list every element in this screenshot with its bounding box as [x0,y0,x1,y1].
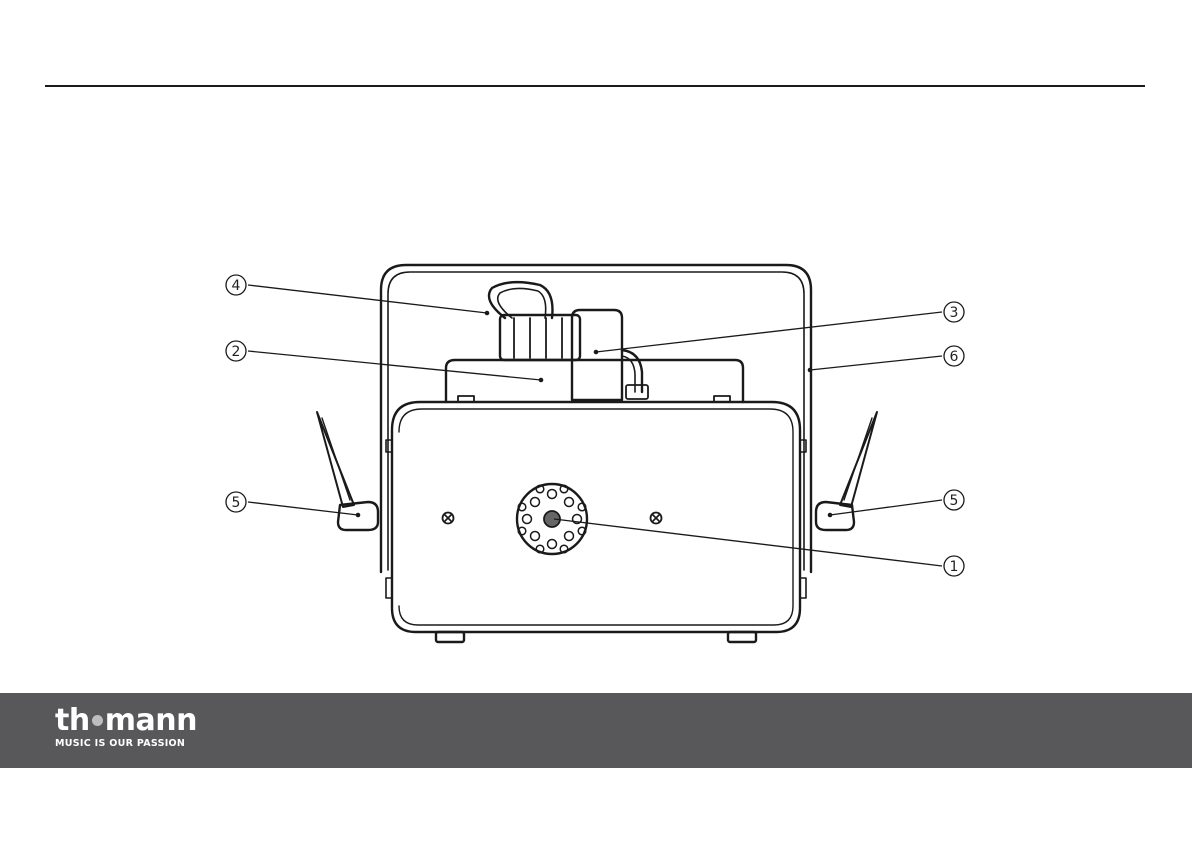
fog-outlet-nozzle [517,484,587,554]
leader-line-5b [830,500,942,515]
logo-text-right: mann [105,703,197,738]
logo-tagline: MUSIC IS OUR PASSION [55,738,197,749]
callout-label-3: 3 [950,305,959,321]
callout-label-1: 1 [950,559,959,575]
housing-inner-edge [399,409,793,625]
mounting-bracket-inner [388,272,804,570]
foot-left [436,632,464,642]
fog-machine-rear-view-diagram: 4 2 5 3 6 5 1 [0,0,1192,690]
callout-label-4: 4 [232,278,241,294]
logo-text-left: th [55,703,90,738]
logo-dot-icon [92,715,103,726]
callout-label-6: 6 [950,349,959,365]
callout-label-5a: 5 [232,495,241,511]
fluid-hose-inner [498,288,546,318]
leader-line-6 [810,356,942,370]
tank-cap [500,315,580,360]
foot-right [728,632,756,642]
bracket-knob-left [317,412,378,530]
leader-line-1 [554,519,942,566]
fluid-tank [446,360,743,402]
remote-cable-2 [622,356,635,392]
leader-line-3 [596,312,942,352]
leader-line-2 [248,351,541,380]
leader-line-4 [248,285,487,313]
callout-label-2: 2 [232,344,241,360]
cable-grommet [626,385,648,399]
screw-right [651,513,662,524]
callout-label-5b: 5 [950,493,959,509]
screw-left [443,513,454,524]
